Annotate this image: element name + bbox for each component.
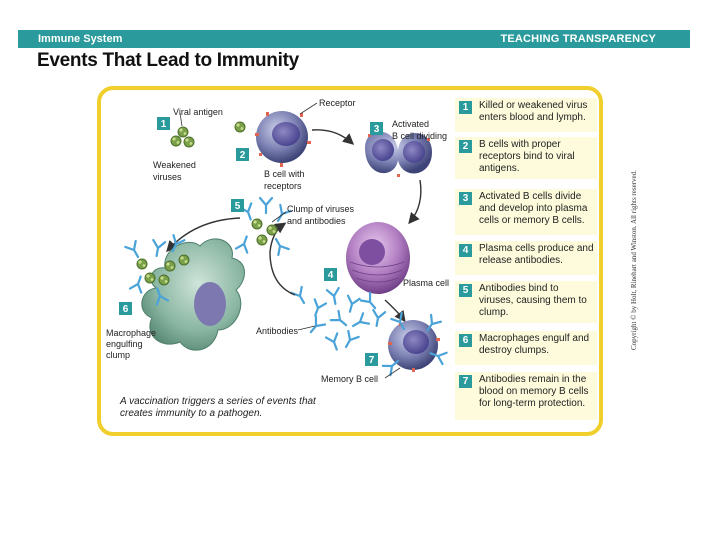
step-6: 6 Macrophages engulf and destroy clumps. bbox=[455, 331, 597, 365]
label-receptors: receptors bbox=[264, 181, 302, 191]
label-b-cell-with: B cell with bbox=[264, 169, 305, 179]
page-title: Events That Lead to Immunity bbox=[37, 50, 299, 71]
step-number: 4 bbox=[459, 244, 472, 257]
diagram-number-7: 7 bbox=[365, 353, 378, 366]
step-text: Plasma cells produce and release antibod… bbox=[479, 243, 594, 266]
svg-text:7: 7 bbox=[369, 355, 375, 366]
arrow-to-plasma bbox=[408, 179, 422, 225]
memory-pointer bbox=[384, 367, 401, 379]
step-3: 3 Activated B cells divide and develop i… bbox=[455, 189, 597, 235]
svg-text:4: 4 bbox=[328, 270, 334, 281]
step-number: 2 bbox=[459, 140, 472, 153]
label-clump-of-viruses: Clump of viruses bbox=[287, 204, 355, 214]
diagram-number-3: 3 bbox=[370, 122, 383, 135]
caption: A vaccination triggers a series of event… bbox=[120, 396, 316, 419]
diagram-number-1: 1 bbox=[157, 117, 170, 130]
activated-b-cell-dividing bbox=[365, 131, 432, 177]
section-title: Immune System bbox=[38, 33, 123, 45]
virus-binding bbox=[234, 121, 246, 133]
virus-antibody-clump bbox=[234, 196, 292, 257]
label-and-antibodies: and antibodies bbox=[287, 216, 346, 226]
header-bar: Immune System TEACHING TRANSPARENCY bbox=[18, 30, 690, 48]
diagram-number-2: 2 bbox=[236, 148, 249, 161]
label-b-cell-dividing: B cell dividing bbox=[392, 131, 447, 141]
antibodies-cluster bbox=[290, 285, 387, 353]
diagram-number-4: 4 bbox=[324, 268, 337, 281]
diagram-number-5: 5 bbox=[231, 199, 244, 212]
label-clump: clump bbox=[106, 350, 130, 360]
label-weakened: Weakened bbox=[153, 160, 196, 170]
step-5: 5 Antibodies bind to viruses, causing th… bbox=[455, 281, 597, 323]
svg-text:6: 6 bbox=[123, 304, 129, 315]
diagram-number-6: 6 bbox=[119, 302, 132, 315]
step-text: Macrophages engulf and destroy clumps. bbox=[479, 333, 590, 356]
arrow-to-dividing bbox=[311, 129, 355, 145]
label-receptor: Receptor bbox=[319, 98, 356, 108]
clump-pointer bbox=[271, 211, 287, 223]
step-number: 7 bbox=[459, 375, 472, 388]
step-4: 4 Plasma cells produce and release antib… bbox=[455, 241, 597, 275]
teaching-transparency-badge: TEACHING TRANSPARENCY bbox=[500, 33, 656, 45]
step-1: 1 Killed or weakened virus enters blood … bbox=[455, 98, 597, 132]
label-viral-antigen: Viral antigen bbox=[173, 107, 223, 117]
arrow-to-macrophage bbox=[166, 217, 241, 253]
step-text: Killed or weakened virus enters blood an… bbox=[479, 100, 588, 123]
svg-text:2: 2 bbox=[240, 150, 246, 161]
step-text: B cells with proper receptors bind to vi… bbox=[479, 139, 575, 174]
svg-text:3: 3 bbox=[374, 124, 380, 135]
step-number: 6 bbox=[459, 334, 472, 347]
label-macrophage: Macrophage bbox=[106, 328, 156, 338]
weakened-viruses bbox=[170, 126, 195, 148]
arrow-to-clump bbox=[269, 222, 296, 296]
step-text: Activated B cells divide and develop int… bbox=[479, 191, 588, 226]
step-number: 3 bbox=[459, 192, 472, 205]
receptor-pointer bbox=[299, 102, 318, 115]
svg-text:5: 5 bbox=[235, 201, 241, 212]
step-2: 2 B cells with proper receptors bind to … bbox=[455, 137, 597, 179]
viral-antigen-pointer bbox=[179, 112, 183, 127]
label-antibodies: Antibodies bbox=[256, 326, 299, 336]
label-plasma-cell: Plasma cell bbox=[403, 278, 449, 288]
step-number: 5 bbox=[459, 284, 472, 297]
step-7: 7 Antibodies remain in the blood on memo… bbox=[455, 372, 597, 420]
label-viruses: viruses bbox=[153, 172, 182, 182]
antibodies-pointer bbox=[297, 325, 316, 331]
b-cell-with-receptors bbox=[255, 111, 311, 167]
label-engulfing: engulfing bbox=[106, 339, 143, 349]
plasma-cell bbox=[346, 222, 410, 294]
label-activated: Activated bbox=[392, 119, 429, 129]
step-number: 1 bbox=[459, 101, 472, 114]
copyright-notice: Copyright © by Holt, Rinehart and Winsto… bbox=[630, 170, 638, 350]
label-memory-b-cell: Memory B cell bbox=[321, 374, 378, 384]
step-text: Antibodies bind to viruses, causing them… bbox=[479, 283, 587, 318]
step-text: Antibodies remain in the blood on memory… bbox=[479, 374, 589, 409]
arrow-to-memory bbox=[384, 299, 406, 323]
memory-b-cell bbox=[381, 311, 448, 377]
svg-text:1: 1 bbox=[161, 119, 167, 130]
